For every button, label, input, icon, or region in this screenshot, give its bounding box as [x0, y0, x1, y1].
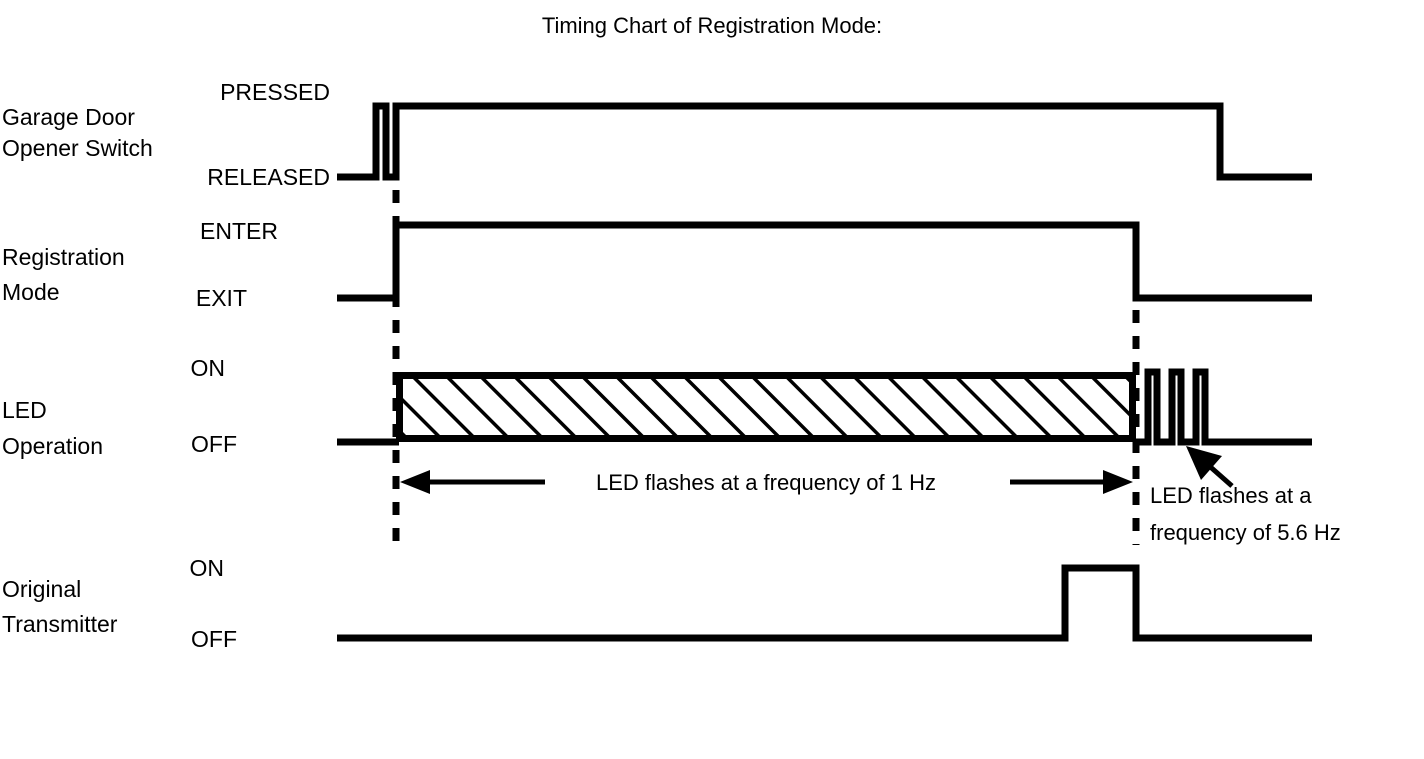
state-label-led-off: OFF: [191, 431, 237, 457]
row-label-led-operation-line2: Operation: [2, 433, 103, 459]
annotation-fast-blink: LED flashes at a frequency of 5.6 Hz: [1150, 446, 1341, 545]
page-title: Timing Chart of Registration Mode:: [542, 13, 882, 38]
state-label-transmitter-off: OFF: [191, 626, 237, 652]
row-registration-mode: Registration Mode ENTER EXIT: [2, 218, 1312, 311]
row-label-led-operation-line1: LED: [2, 397, 47, 423]
annotation-slow-blink: LED flashes at a frequency of 1 Hz: [400, 470, 1133, 495]
slow-blink-arrow-right-head: [1103, 470, 1133, 494]
row-label-garage-door-opener-switch-line1: Garage Door: [2, 104, 135, 130]
row-label-original-transmitter-line2: Transmitter: [2, 611, 118, 637]
row-original-transmitter: Original Transmitter ON OFF: [2, 555, 1312, 652]
slow-blink-arrow-left-head: [400, 470, 430, 494]
fast-blink-pointer-head: [1186, 446, 1222, 480]
state-label-exit: EXIT: [196, 285, 247, 311]
waveform-garage-door-opener-switch: [337, 102, 1312, 181]
state-label-released: RELEASED: [207, 164, 330, 190]
row-label-registration-mode-line1: Registration: [2, 244, 125, 270]
row-led-operation: LED Operation ON OFF: [2, 355, 1312, 459]
led-slow-blink-hatched-region: [396, 372, 1136, 442]
waveform-led-fast-pulses: [1136, 368, 1312, 446]
row-label-original-transmitter-line1: Original: [2, 576, 81, 602]
row-garage-door-opener-switch: Garage Door Opener Switch PRESSED RELEAS…: [2, 79, 1312, 190]
fast-blink-label-line1: LED flashes at a: [1150, 483, 1312, 508]
state-label-pressed: PRESSED: [220, 79, 330, 105]
state-label-transmitter-on: ON: [190, 555, 225, 581]
state-label-enter: ENTER: [200, 218, 278, 244]
waveform-original-transmitter: [337, 564, 1312, 642]
fast-blink-label-line2: frequency of 5.6 Hz: [1150, 520, 1341, 545]
slow-blink-label: LED flashes at a frequency of 1 Hz: [596, 470, 936, 495]
row-label-garage-door-opener-switch-line2: Opener Switch: [2, 135, 153, 161]
state-label-led-on: ON: [191, 355, 226, 381]
waveform-registration-mode: [337, 221, 1312, 302]
row-label-registration-mode-line2: Mode: [2, 279, 60, 305]
